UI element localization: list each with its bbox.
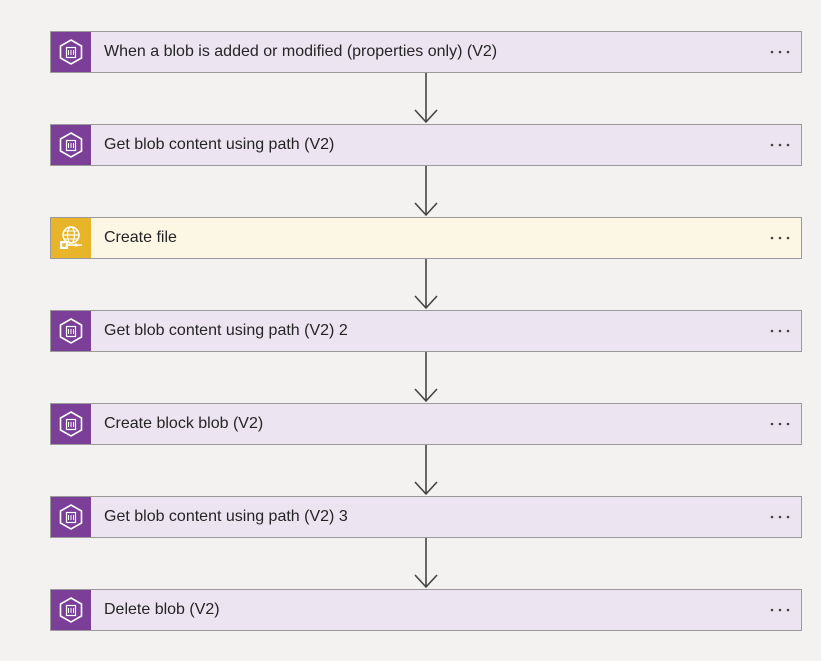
connector-arrow bbox=[50, 445, 802, 496]
step-title: Create block blob (V2) bbox=[104, 415, 264, 432]
more-options-button[interactable] bbox=[769, 134, 791, 156]
connector-arrow bbox=[50, 352, 802, 403]
connector-arrow bbox=[50, 259, 802, 310]
flow-step-delete-blob[interactable]: Delete blob (V2) bbox=[50, 589, 802, 631]
more-options-button[interactable] bbox=[769, 227, 791, 249]
more-options-button[interactable] bbox=[769, 41, 791, 63]
ftp-globe-icon bbox=[51, 218, 91, 258]
step-title: Get blob content using path (V2) 2 bbox=[104, 322, 348, 339]
step-title: When a blob is added or modified (proper… bbox=[104, 43, 498, 60]
flow-step-get-blob-content-3[interactable]: Get blob content using path (V2) 3 bbox=[50, 496, 802, 538]
storage-blob-icon bbox=[51, 32, 91, 72]
connector-arrow bbox=[50, 538, 802, 589]
flow-step-get-blob-content[interactable]: Get blob content using path (V2) bbox=[50, 124, 802, 166]
step-title: Get blob content using path (V2) 3 bbox=[104, 508, 348, 525]
step-title: Delete blob (V2) bbox=[104, 601, 220, 618]
flow-step-get-blob-content-2[interactable]: Get blob content using path (V2) 2 bbox=[50, 310, 802, 352]
more-options-button[interactable] bbox=[769, 413, 791, 435]
connector-arrow bbox=[50, 73, 802, 124]
flow-step-create-file[interactable]: Create file bbox=[50, 217, 802, 259]
flow-designer-canvas: When a blob is added or modified (proper… bbox=[50, 31, 802, 631]
storage-blob-icon bbox=[51, 125, 91, 165]
more-options-button[interactable] bbox=[769, 506, 791, 528]
storage-blob-icon bbox=[51, 311, 91, 351]
more-options-button[interactable] bbox=[769, 599, 791, 621]
connector-arrow bbox=[50, 166, 802, 217]
flow-step-create-block-blob[interactable]: Create block blob (V2) bbox=[50, 403, 802, 445]
storage-blob-icon bbox=[51, 590, 91, 630]
storage-blob-icon bbox=[51, 404, 91, 444]
more-options-button[interactable] bbox=[769, 320, 791, 342]
storage-blob-icon bbox=[51, 497, 91, 537]
step-title: Get blob content using path (V2) bbox=[104, 136, 335, 153]
step-title: Create file bbox=[104, 229, 177, 246]
flow-step-blob-trigger[interactable]: When a blob is added or modified (proper… bbox=[50, 31, 802, 73]
